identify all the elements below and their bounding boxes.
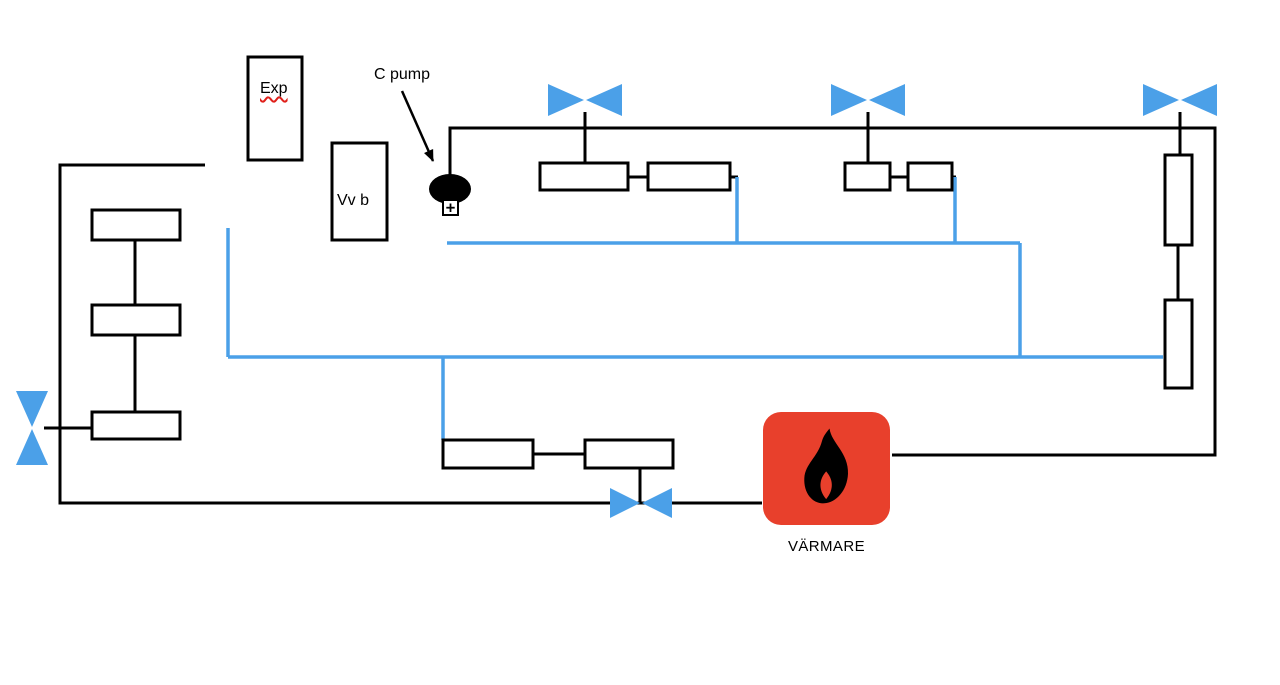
pump-pointer-arrow bbox=[400, 90, 435, 162]
top-radiator-1a bbox=[538, 161, 630, 192]
pump-body bbox=[429, 174, 471, 204]
valve-icon-top-1 bbox=[548, 84, 622, 116]
pump-label: C pump bbox=[374, 66, 431, 83]
top-radiator-2a bbox=[843, 161, 892, 192]
top-radiator-2b bbox=[906, 161, 954, 192]
top-radiator-1b bbox=[646, 161, 732, 192]
pump-icon bbox=[429, 174, 471, 216]
valve-icon-bottom bbox=[610, 488, 672, 518]
supply-pipe-main bbox=[448, 126, 1217, 457]
bottom-radiator-a bbox=[441, 438, 535, 470]
valve-icon-top-2 bbox=[831, 84, 905, 116]
expansion-tank-label: Exp bbox=[260, 80, 288, 97]
right-radiator-upper bbox=[1163, 153, 1194, 247]
flame-icon bbox=[804, 428, 849, 504]
pipe-left-return-loop bbox=[58, 163, 762, 505]
valve-icon-left bbox=[16, 391, 48, 465]
left-radiator-1 bbox=[90, 208, 182, 242]
hot-water-tank bbox=[330, 141, 389, 242]
right-radiator-lower bbox=[1163, 298, 1194, 390]
left-radiator-3 bbox=[90, 410, 182, 441]
expansion-tank bbox=[246, 55, 304, 162]
hot-water-tank-label: Vv b bbox=[337, 192, 370, 209]
heater-label: VÄRMARE bbox=[788, 538, 865, 555]
bottom-radiator-b bbox=[583, 438, 675, 470]
heater bbox=[763, 412, 890, 525]
left-radiator-2 bbox=[90, 303, 182, 337]
valve-icon-top-3 bbox=[1143, 84, 1217, 116]
